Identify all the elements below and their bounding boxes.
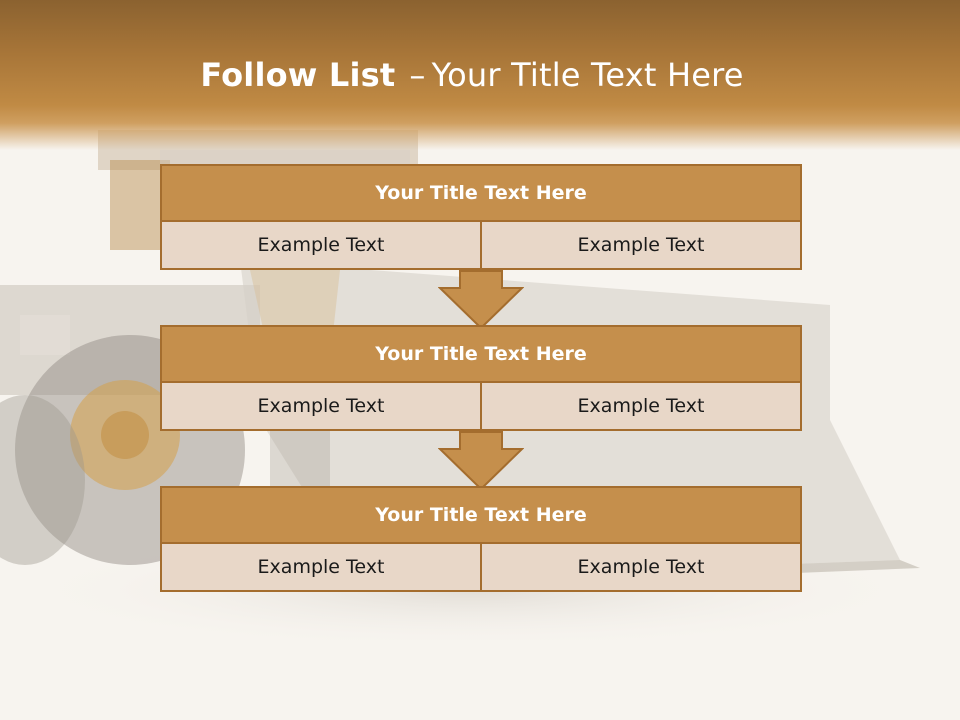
block-cell: Example Text [160, 220, 482, 270]
block-cell: Example Text [480, 542, 802, 592]
block-title: Your Title Text Here [160, 486, 802, 544]
down-arrow-icon [438, 270, 524, 330]
list-block: Your Title Text Here Example Text Exampl… [160, 325, 802, 431]
list-block: Your Title Text Here Example Text Exampl… [160, 164, 802, 270]
down-arrow-icon [438, 431, 524, 491]
block-cell: Example Text [480, 220, 802, 270]
title-rest: Your Title Text Here [431, 56, 744, 94]
block-cell: Example Text [480, 381, 802, 431]
block-title: Your Title Text Here [160, 164, 802, 222]
block-row: Example Text Example Text [160, 542, 802, 592]
block-row: Example Text Example Text [160, 220, 802, 270]
list-block: Your Title Text Here Example Text Exampl… [160, 486, 802, 592]
block-cell: Example Text [160, 381, 482, 431]
block-title: Your Title Text Here [160, 325, 802, 383]
block-row: Example Text Example Text [160, 381, 802, 431]
slide-title: Follow List–Your Title Text Here [0, 56, 944, 94]
title-separator: – [409, 56, 426, 94]
block-cell: Example Text [160, 542, 482, 592]
header-band [0, 0, 960, 150]
title-bold: Follow List [200, 56, 396, 94]
